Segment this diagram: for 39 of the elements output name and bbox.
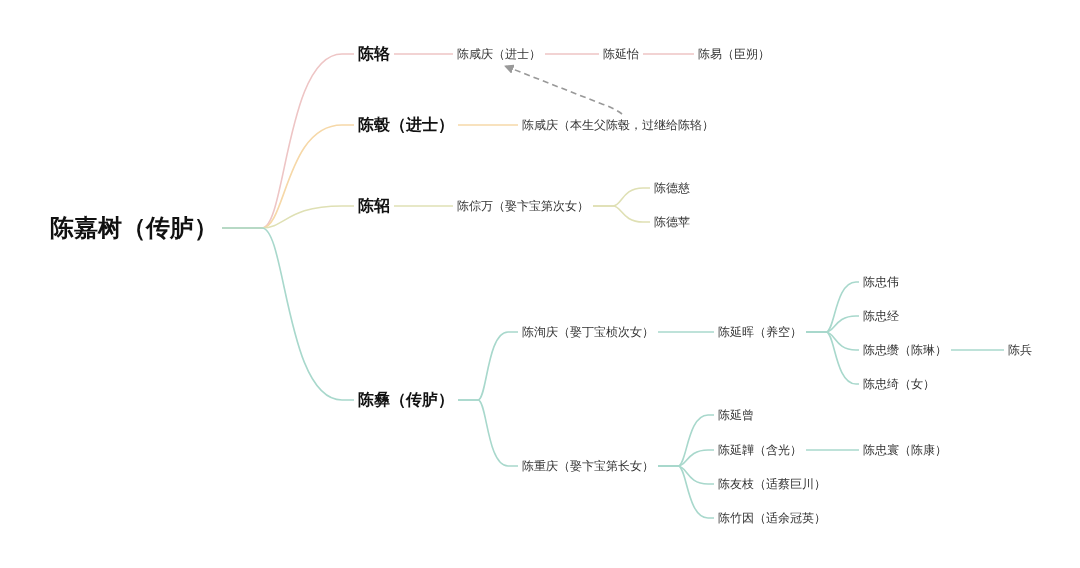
subtopic: 陈倧万（娶卞宝第次女） <box>457 198 589 214</box>
branch-line <box>657 465 715 519</box>
subtopic: 陈易（臣朔） <box>698 46 770 62</box>
branch-topic: 陈轺 <box>358 196 390 216</box>
subtopic: 陈洵庆（娶丁宝桢次女） <box>522 324 654 340</box>
branch-topic: 陈辂 <box>358 44 390 64</box>
subtopic: 陈咸庆（本生父陈毂，过继给陈辂） <box>522 117 714 133</box>
subtopic: 陈竹因（适余冠英） <box>718 510 826 526</box>
branch-line <box>221 227 355 401</box>
branch-line <box>393 205 454 207</box>
subtopic: 陈延晖（养空） <box>718 324 802 340</box>
branch-topic: 陈毂（进士） <box>358 115 454 135</box>
branch-line <box>805 449 860 451</box>
subtopic: 陈忠缵（陈琳） <box>863 342 947 358</box>
branch-line <box>457 124 519 126</box>
subtopic: 陈咸庆（进士） <box>457 46 541 62</box>
branch-line <box>544 53 600 55</box>
subtopic: 陈延怡 <box>603 46 639 62</box>
subtopic: 陈德苹 <box>654 214 690 230</box>
branch-topic: 陈彝（传胪） <box>358 390 454 410</box>
subtopic: 陈忠寰（陈康） <box>863 442 947 458</box>
subtopic: 陈重庆（娶卞宝第长女） <box>522 458 654 474</box>
subtopic: 陈兵 <box>1008 342 1032 358</box>
branch-line <box>642 53 695 55</box>
central-topic: 陈嘉树（传胪） <box>50 213 218 243</box>
branch-line <box>950 349 1005 351</box>
subtopic: 陈德慈 <box>654 180 690 196</box>
subtopic: 陈友枝（适蔡巨川） <box>718 476 826 492</box>
branch-line <box>805 331 860 385</box>
branch-line <box>657 331 715 333</box>
subtopic: 陈延曾 <box>718 407 754 423</box>
subtopic: 陈延韡（含光） <box>718 442 802 458</box>
branch-line <box>592 205 651 223</box>
branch-line <box>393 53 454 55</box>
subtopic: 陈忠经 <box>863 308 899 324</box>
subtopic: 陈忠绮（女） <box>863 376 935 392</box>
branch-line <box>457 399 519 467</box>
subtopic: 陈忠伟 <box>863 274 899 290</box>
dashed-arrow <box>504 64 623 115</box>
